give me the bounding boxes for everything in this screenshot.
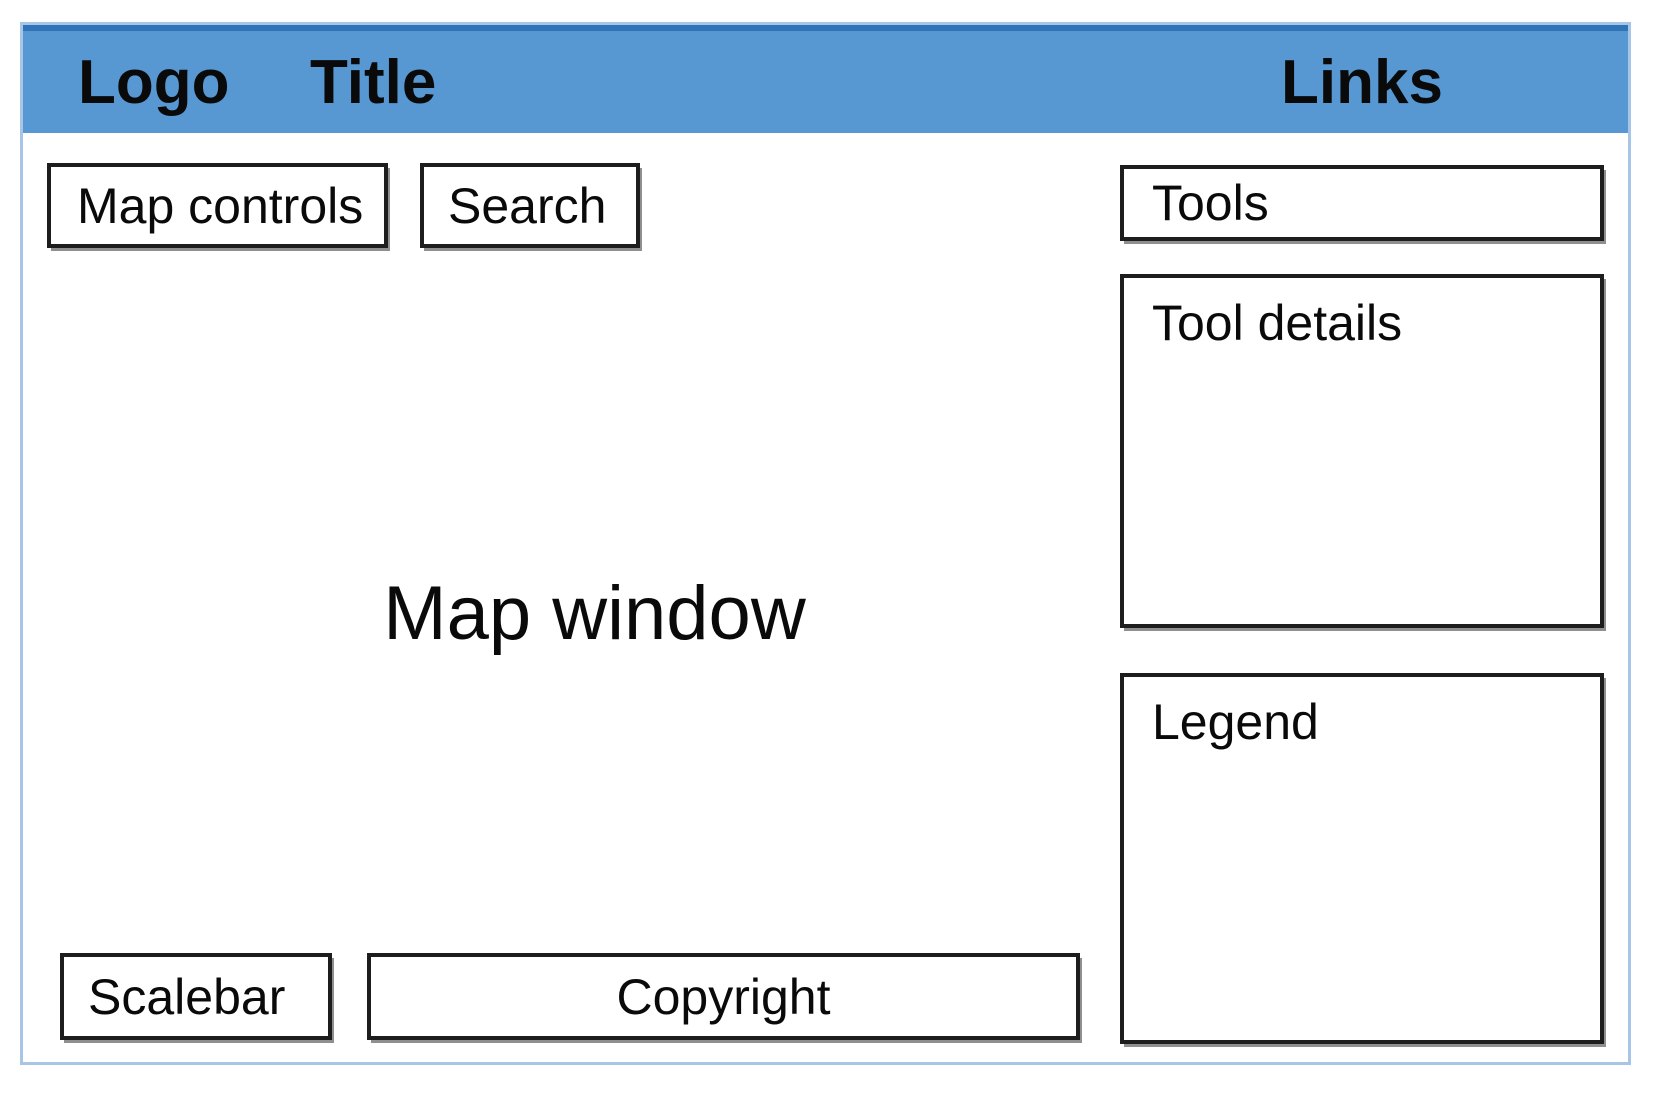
nav-links[interactable]: Links	[1281, 47, 1443, 117]
map-window-label: Map window	[383, 571, 806, 656]
map-controls-label: Map controls	[77, 177, 364, 234]
copyright-notice: Copyright	[367, 953, 1080, 1040]
copyright-label: Copyright	[616, 968, 831, 1025]
tools-panel[interactable]: Tools	[1120, 165, 1604, 241]
tools-label: Tools	[1152, 175, 1269, 231]
scalebar: Scalebar	[60, 953, 332, 1040]
map-window[interactable]: Map window	[46, 158, 1143, 1087]
legend-panel[interactable]: Legend	[1120, 673, 1604, 1044]
tool-details-label: Tool details	[1152, 295, 1403, 351]
logo[interactable]: Logo	[78, 47, 230, 117]
page-title: Title	[310, 47, 437, 117]
scalebar-label: Scalebar	[88, 968, 286, 1025]
tool-details-panel[interactable]: Tool details	[1120, 274, 1604, 628]
map-controls-panel[interactable]: Map controls	[47, 163, 388, 248]
search-panel[interactable]: Search	[420, 163, 640, 248]
legend-label: Legend	[1152, 694, 1319, 750]
search-label: Search	[448, 177, 607, 234]
header-bar: Logo Title Links	[23, 25, 1628, 133]
